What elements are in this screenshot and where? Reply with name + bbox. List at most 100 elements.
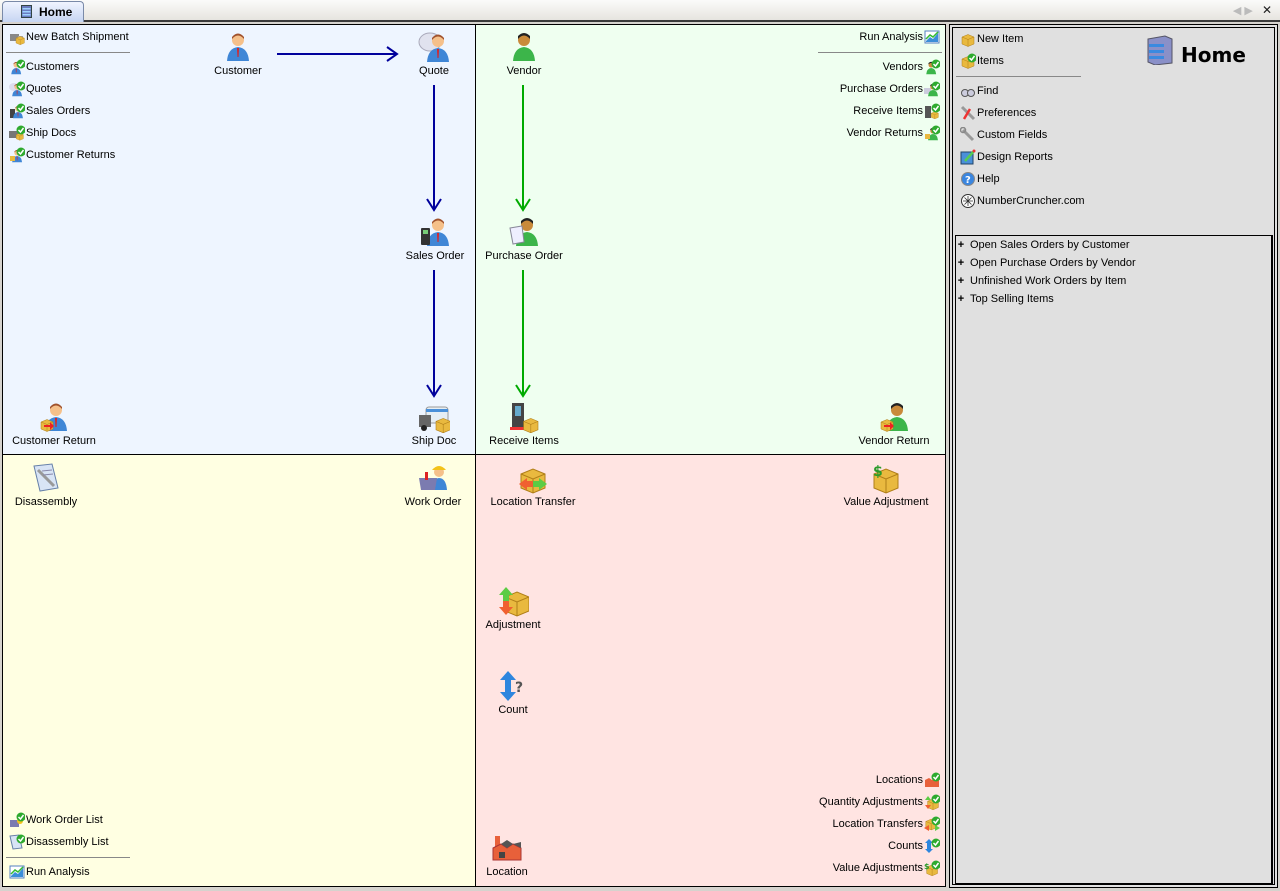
preferences-tools-icon	[960, 105, 976, 121]
run-analysis-icon	[9, 865, 25, 879]
quote-node-label: Quote	[419, 65, 449, 77]
purchasing-run-analysis-link[interactable]: Run Analysis	[859, 29, 940, 45]
new-batch-shipment-link[interactable]: New Batch Shipment	[9, 29, 129, 45]
customer-node[interactable]: Customer	[193, 31, 283, 78]
items-label: Items	[977, 55, 1004, 67]
sales-list-link-customer-returns[interactable]: Customer Returns	[9, 147, 115, 163]
home-database-icon	[21, 5, 32, 18]
locations-list-icon	[925, 772, 940, 787]
tab-home[interactable]: Home	[2, 1, 84, 22]
vendor-return-node-label: Vendor Return	[858, 435, 930, 447]
expand-icon[interactable]: +	[957, 293, 965, 305]
report-item-open-purchase-orders-by-vendor[interactable]: + Open Purchase Orders by Vendor	[956, 255, 1136, 271]
report-item-top-selling-items[interactable]: +Top Selling Items	[956, 291, 1054, 307]
preferences-label: Preferences	[977, 107, 1037, 119]
receive-items-list-icon	[925, 103, 940, 119]
location-node[interactable]: Location	[462, 832, 552, 879]
purchasing-run-analysis-label: Run Analysis	[859, 31, 923, 43]
manufacturing-run-analysis-link[interactable]: Run Analysis	[9, 864, 90, 880]
sidebar-link-divider	[956, 76, 1081, 77]
work-order-icon	[419, 466, 447, 490]
disassembly-list-label: Disassembly List	[26, 836, 109, 848]
location-transfer-node[interactable]: Location Transfer	[488, 462, 578, 509]
vendor-return-node[interactable]: Vendor Return	[849, 401, 939, 448]
batch-shipment-icon	[10, 34, 25, 45]
close-tab-icon[interactable]: ✕	[1261, 3, 1272, 17]
quotes-link-label: Quotes	[26, 83, 62, 95]
sidebar-link-items[interactable]: Items	[960, 53, 1004, 69]
work-order-list-label: Work Order List	[26, 814, 103, 826]
sidebar-link-new-item[interactable]: New Item	[960, 31, 1023, 47]
design-reports-icon	[960, 149, 976, 165]
svg-text:$: $	[873, 464, 883, 480]
location-transfer-node-label: Location Transfer	[490, 496, 576, 508]
vendor-node[interactable]: Vendor	[479, 31, 569, 78]
count-node[interactable]: ? Count	[468, 670, 558, 717]
purchasing-list-link-purchase-orders[interactable]: Purchase Orders	[840, 81, 940, 97]
customer-return-node[interactable]: Customer Return	[9, 401, 99, 448]
work-order-node[interactable]: Work Order	[388, 462, 478, 509]
adjustment-node[interactable]: Adjustment	[468, 585, 558, 632]
sales-list-link-customers[interactable]: Customers	[9, 59, 79, 75]
location-node-label: Location	[486, 866, 528, 878]
sidebar-link-design-reports[interactable]: Design Reports	[960, 149, 1053, 165]
sidebar-link-find[interactable]: Find	[960, 83, 998, 99]
purchasing-list-link-receive-items[interactable]: Receive Items	[853, 103, 940, 119]
sidebar-link-numbercruncher[interactable]: NumberCruncher.com	[960, 193, 1085, 209]
quote-node[interactable]: Quote	[389, 31, 479, 78]
sales-list-link-sales-orders[interactable]: Sales Orders	[9, 103, 90, 119]
ship-doc-node-label: Ship Doc	[411, 435, 457, 447]
expand-icon[interactable]: +	[957, 275, 965, 287]
tab-scroll-left-icon[interactable]: ◀	[1232, 5, 1242, 17]
purchasing-list-link-vendors[interactable]: Vendors	[883, 59, 940, 75]
purchasing-list-link-vendor-returns[interactable]: Vendor Returns	[847, 125, 940, 141]
tab-scroll-right-icon[interactable]: ▶	[1244, 5, 1253, 17]
value-adjustment-node[interactable]: $ Value Adjustment	[841, 462, 931, 509]
customer-return-node-label: Customer Return	[12, 435, 96, 447]
sales-list-link-quotes[interactable]: Quotes	[9, 81, 61, 97]
purchasing-link-divider	[818, 52, 942, 53]
inventory-list-link-quantity-adjustments[interactable]: Quantity Adjustments	[819, 794, 940, 810]
sales-order-node[interactable]: Sales Order	[390, 216, 480, 263]
purchase-orders-list-icon	[924, 81, 940, 97]
sidebar-link-help[interactable]: ?Help	[960, 171, 1000, 187]
customer-returns-link-label: Customer Returns	[26, 149, 116, 161]
ship-doc-icon	[419, 406, 450, 433]
sales-order-icon	[421, 218, 449, 246]
sales-orders-link-label: Sales Orders	[26, 105, 91, 117]
purchase-orders-link-label: Purchase Orders	[839, 83, 923, 95]
vendor-node-label: Vendor	[506, 65, 542, 77]
numbercruncher-label: NumberCruncher.com	[977, 195, 1085, 207]
receive-items-node[interactable]: Receive Items	[479, 401, 569, 448]
report-item-open-sales-orders-by-customer[interactable]: + Open Sales Orders by Customer	[956, 237, 1130, 253]
binoculars-icon	[961, 89, 975, 97]
disassembly-list-icon	[9, 834, 25, 850]
expand-icon[interactable]: +	[957, 257, 965, 269]
inventory-list-link-counts[interactable]: Counts	[888, 838, 940, 854]
customer-node-label: Customer	[214, 65, 262, 77]
reports-tree-panel	[955, 235, 1273, 885]
inventory-list-link-value-adjustments[interactable]: Value Adjustments$	[833, 860, 940, 876]
location-transfers-link-label: Location Transfers	[832, 818, 924, 830]
sidebar-link-custom-fields[interactable]: Custom Fields	[960, 127, 1047, 143]
quotes-list-icon	[9, 81, 25, 97]
inventory-list-link-locations[interactable]: Locations	[876, 772, 940, 788]
manufacturing-list-link-work-orders[interactable]: Work Order List	[9, 812, 103, 828]
expand-icon[interactable]: +	[957, 239, 965, 251]
value-adjustment-node-label: Value Adjustment	[843, 496, 929, 508]
report-label: Open Sales Orders by Customer	[970, 239, 1130, 251]
inventory-list-link-location-transfers[interactable]: Location Transfers	[832, 816, 940, 832]
report-label: Open Purchase Orders by Vendor	[970, 257, 1136, 269]
purchase-order-icon	[509, 218, 538, 246]
count-icon: ?	[500, 671, 523, 701]
sales-list-link-ship-docs[interactable]: Ship Docs	[9, 125, 76, 141]
work-order-list-icon	[10, 812, 25, 827]
sidebar-link-preferences[interactable]: Preferences	[960, 105, 1036, 121]
report-item-unfinished-work-orders-by-item[interactable]: +Unfinished Work Orders by Item	[956, 273, 1127, 289]
ship-doc-node[interactable]: Ship Doc	[389, 401, 479, 448]
manufacturing-list-link-disassembly[interactable]: Disassembly List	[9, 834, 109, 850]
purchasing-panel	[475, 24, 946, 455]
disassembly-node[interactable]: Disassembly	[1, 462, 91, 509]
purchase-order-node[interactable]: Purchase Order	[479, 216, 569, 263]
vendor-icon	[513, 33, 535, 61]
